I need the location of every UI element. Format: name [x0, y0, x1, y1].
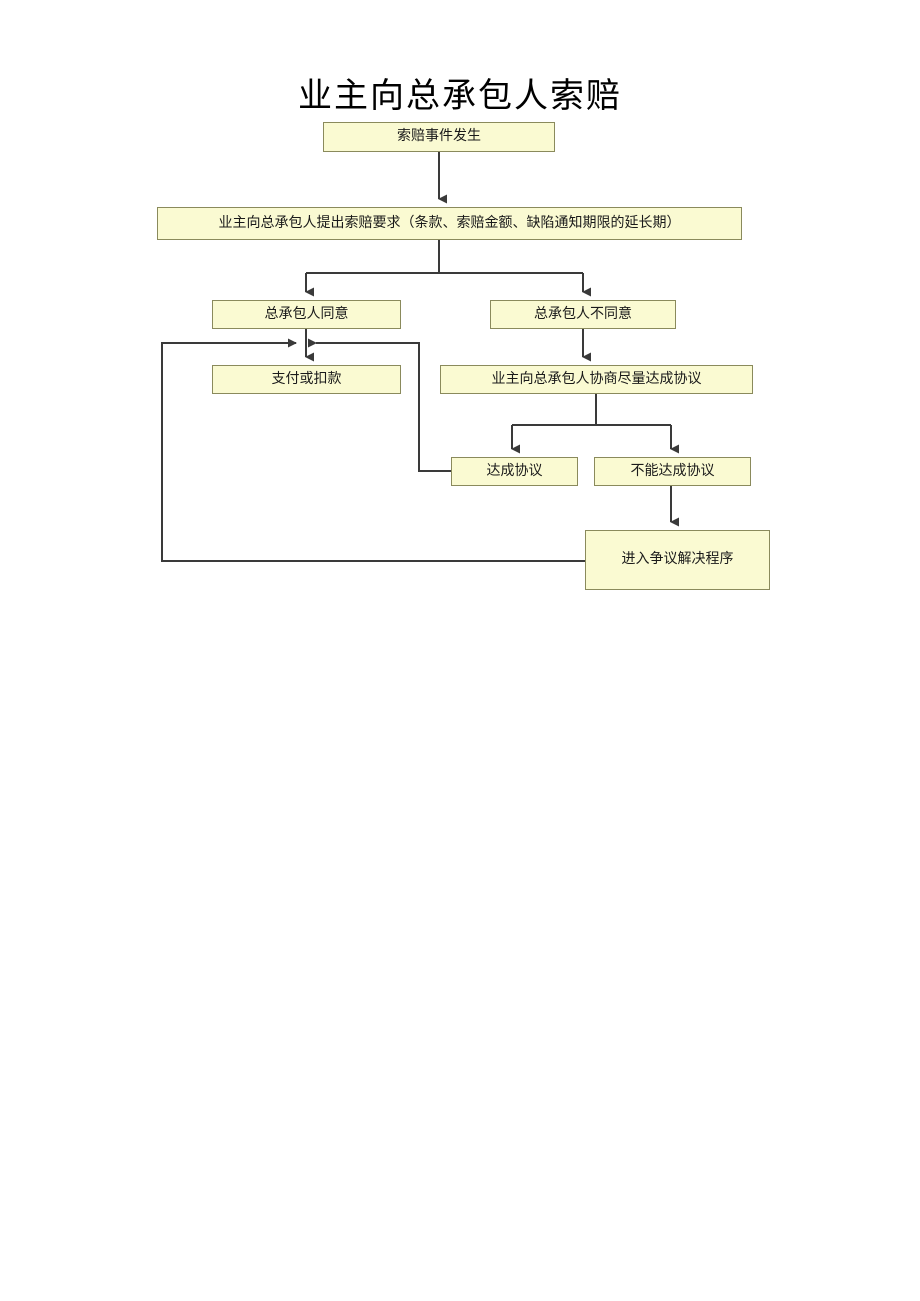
- node-contractor-agrees-label: 总承包人同意: [264, 306, 349, 322]
- node-negotiate-agreement[interactable]: 业主向总承包人协商尽量达成协议: [440, 365, 753, 394]
- node-dispute-resolution[interactable]: 进入争议解决程序: [585, 530, 770, 590]
- node-owner-submits-claim-label: 业主向总承包人提出索赔要求（条款、索赔金额、缺陷通知期限的延长期）: [218, 215, 681, 231]
- node-agreement-reached-label: 达成协议: [486, 463, 543, 479]
- node-claim-event-label: 索赔事件发生: [397, 129, 481, 145]
- node-dispute-resolution-label: 进入争议解决程序: [621, 552, 734, 568]
- node-contractor-agrees[interactable]: 总承包人同意: [212, 300, 401, 329]
- node-owner-submits-claim[interactable]: 业主向总承包人提出索赔要求（条款、索赔金额、缺陷通知期限的延长期）: [157, 207, 742, 240]
- node-claim-event[interactable]: 索赔事件发生: [323, 122, 555, 152]
- node-no-agreement-label: 不能达成协议: [630, 463, 715, 479]
- node-no-agreement[interactable]: 不能达成协议: [594, 457, 751, 486]
- node-contractor-disagrees-label: 总承包人不同意: [534, 306, 632, 322]
- node-agreement-reached[interactable]: 达成协议: [451, 457, 578, 486]
- node-pay-or-deduct[interactable]: 支付或扣款: [212, 365, 401, 394]
- connector-agreement-loop-to-pay: [308, 338, 451, 472]
- page-title: 业主向总承包人索赔: [298, 78, 622, 115]
- node-pay-or-deduct-label: 支付或扣款: [271, 371, 342, 387]
- node-negotiate-agreement-label: 业主向总承包人协商尽量达成协议: [491, 371, 702, 387]
- node-contractor-disagrees[interactable]: 总承包人不同意: [490, 300, 676, 329]
